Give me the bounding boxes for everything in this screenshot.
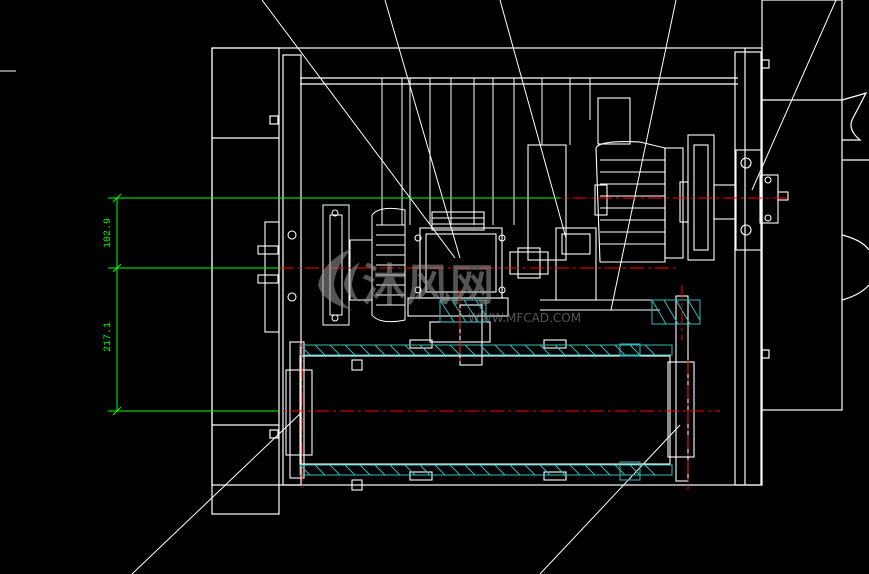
watermark-brand: 沐风网	[362, 260, 494, 311]
dim-upper-label: 102.9	[103, 218, 114, 248]
watermark-url: WWW.MFCAD.COM	[468, 311, 581, 325]
centerlines	[230, 197, 790, 490]
gearbox	[407, 211, 549, 317]
main-motor	[527, 97, 684, 301]
watermark-logo-icon	[318, 248, 360, 310]
dim-lower-label: 217.1	[103, 322, 114, 352]
dimension-lines	[108, 193, 560, 416]
leader-lines	[0, 0, 837, 574]
left-bracket	[257, 221, 297, 333]
vertical-slats	[381, 78, 591, 225]
machine-frame	[211, 47, 770, 515]
hatched-parts	[299, 299, 701, 481]
left-motor	[322, 204, 406, 326]
watermark: 沐风网 WWW.MFCAD.COM	[318, 248, 581, 325]
